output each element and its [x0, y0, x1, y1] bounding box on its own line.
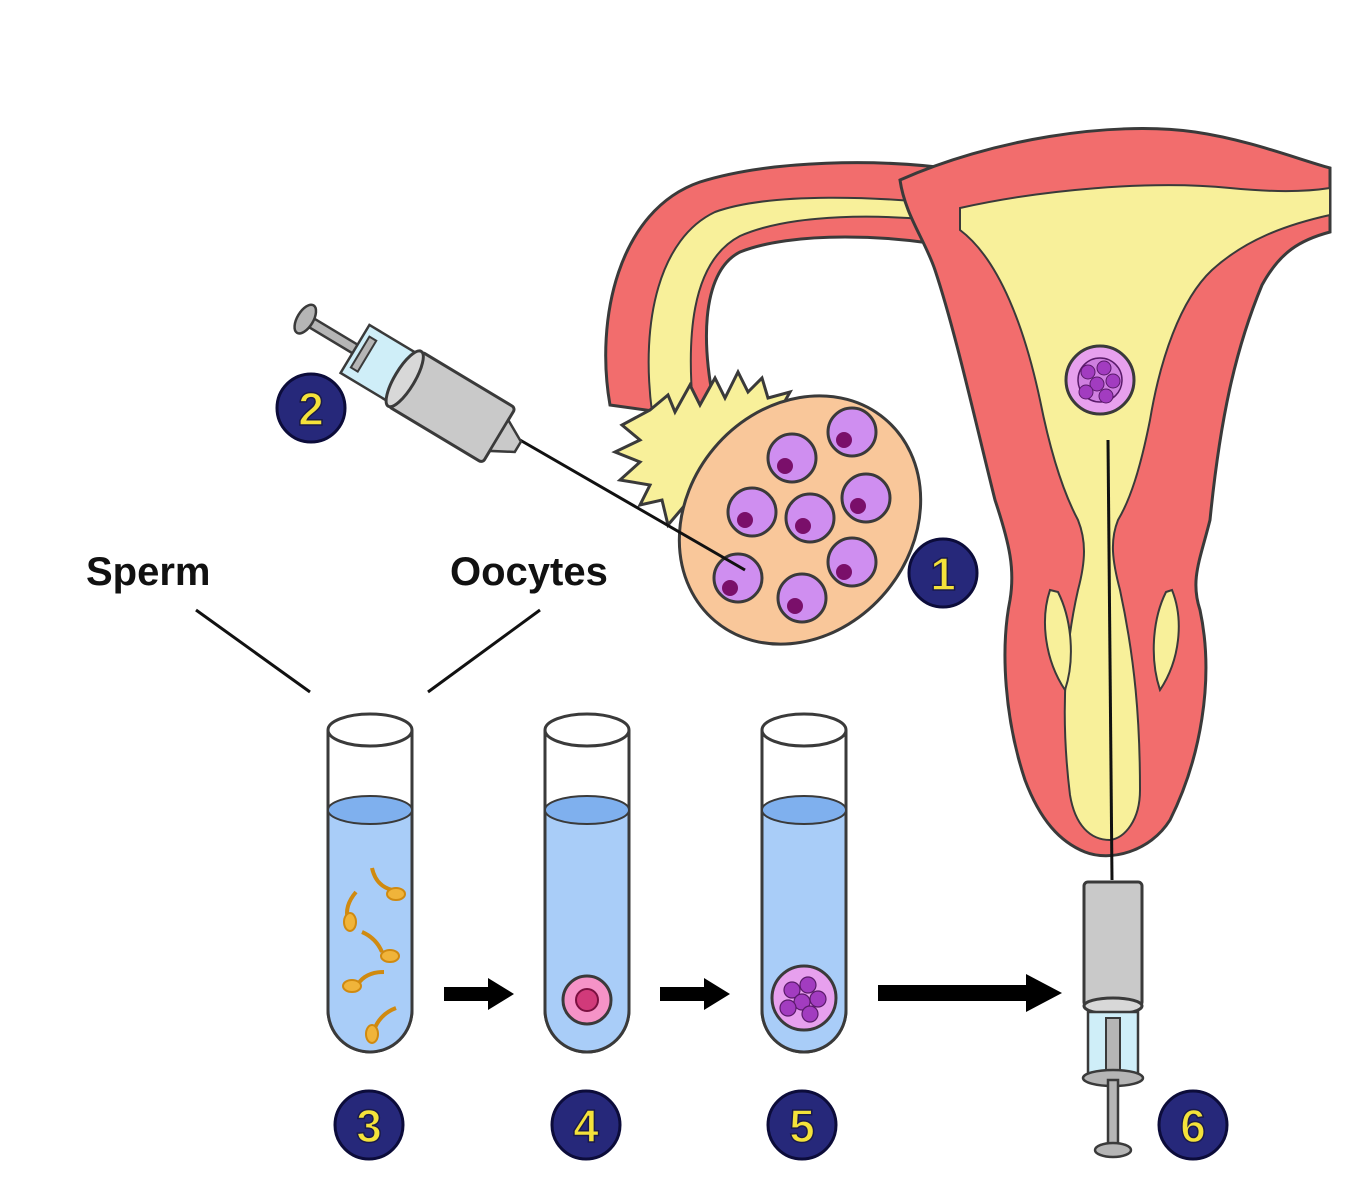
step-badge-2: 2: [275, 372, 347, 444]
step-number-3: 3: [356, 1100, 382, 1152]
step-badge-1: 1: [907, 537, 979, 609]
arrow-right-icon: [878, 974, 1062, 1012]
sperm-icon: [342, 867, 406, 1044]
zygote-icon: [561, 974, 613, 1026]
arrow-right-icon: [444, 978, 514, 1010]
ovary-icon: [677, 394, 923, 646]
retrieval-syringe-icon: [293, 303, 746, 572]
step-number-2: 2: [298, 383, 324, 435]
oocyte-icon: [784, 492, 836, 544]
oocyte-icon: [826, 406, 878, 458]
step-badge-5: 5: [766, 1089, 838, 1161]
uterine-lining: [959, 184, 1331, 842]
step-number-6: 6: [1180, 1100, 1206, 1152]
sperm-pointer-line: [195, 608, 311, 694]
oocytes-label: Oocytes: [450, 550, 608, 594]
step-number-1: 1: [930, 548, 956, 600]
arrow-right-icon: [660, 978, 730, 1010]
oocyte-icon: [726, 486, 778, 538]
step-number-5: 5: [789, 1100, 815, 1152]
transfer-syringe-icon: [1081, 439, 1145, 1159]
test-tube-icon: [326, 712, 414, 1054]
step-badge-6: 6: [1157, 1089, 1229, 1161]
sperm-label: Sperm: [86, 550, 211, 594]
test-tube-icon: [760, 712, 848, 1054]
uterus-icon: [604, 127, 1332, 858]
oocyte-icon: [826, 536, 878, 588]
implanted-embryo-icon: [1064, 344, 1136, 416]
step-number-4: 4: [573, 1100, 599, 1152]
cervix-fold-right: [1152, 588, 1180, 693]
embryo-icon: [770, 964, 838, 1032]
oocytes-pointer-line: [427, 608, 541, 694]
oocyte-icon: [712, 552, 764, 604]
test-tube-icon: [543, 712, 631, 1054]
cervix-fold-left: [1044, 588, 1072, 693]
oocyte-icon: [776, 572, 828, 624]
step-badge-3: 3: [333, 1089, 405, 1161]
oocyte-icon: [840, 472, 892, 524]
step-badge-4: 4: [550, 1089, 622, 1161]
oocyte-icon: [766, 432, 818, 484]
